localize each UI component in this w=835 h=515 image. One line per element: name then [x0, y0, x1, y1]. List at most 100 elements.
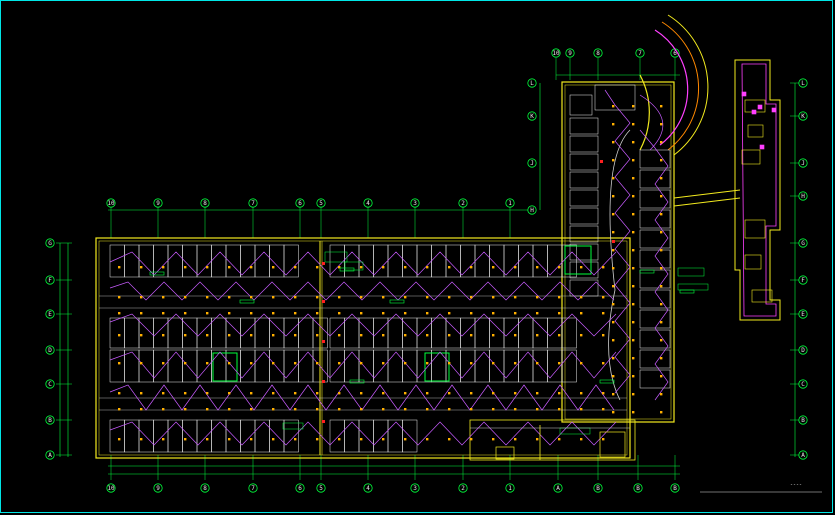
light-fixture	[294, 438, 297, 441]
light-fixture	[140, 266, 143, 269]
grid-bubble-top-7-circle	[410, 198, 420, 208]
light-fixture	[250, 408, 253, 411]
light-fixture	[404, 312, 407, 315]
light-fixture	[118, 312, 121, 315]
light-fixture	[404, 438, 407, 441]
drive-lane-curve	[608, 129, 631, 401]
light-fixture	[294, 296, 297, 299]
grid-bubble-right-0-circle	[798, 78, 808, 88]
light-fixture	[448, 392, 451, 395]
light-fixture	[514, 438, 517, 441]
light-fixture	[558, 266, 561, 269]
parking-stall-row4-left	[167, 419, 183, 453]
light-fixture	[580, 296, 583, 299]
light-fixture	[184, 312, 187, 315]
grid-bubble-left-3-label: D	[48, 347, 52, 354]
parking-stall-row2-left	[124, 317, 140, 349]
annex-room-5	[751, 289, 773, 303]
light-fixture	[492, 266, 495, 269]
grid-bubble-bottom-2-circle	[200, 483, 210, 493]
parking-stall-row1-right	[518, 244, 534, 278]
grid-bubble-bottom-10-label: A	[556, 485, 560, 492]
parking-stall-north-right	[639, 249, 671, 269]
grid-bubble-bottom-11-label: B	[596, 485, 600, 492]
light-fixture	[514, 334, 517, 337]
light-fixture	[382, 312, 385, 315]
parking-stall-north-right	[639, 189, 671, 209]
light-fixture	[316, 312, 319, 315]
light-fixture	[140, 438, 143, 441]
grid-bubble-right-9-label: B	[801, 417, 805, 424]
parking-stall-row1-left	[196, 244, 212, 278]
circuit-label-box-5	[282, 422, 304, 430]
light-fixture	[162, 362, 165, 365]
light-fixture	[228, 392, 231, 395]
light-fixture	[228, 438, 231, 441]
title-block-label: ----	[790, 482, 803, 488]
grid-bubble-top-9-circle	[505, 198, 515, 208]
parking-stall-row2-left	[109, 317, 125, 349]
grid-bubble-left-1-label: F	[48, 277, 52, 284]
parking-stall-row2-left	[211, 317, 227, 349]
light-fixture	[602, 438, 605, 441]
grid-bubble-upper-top-2-circle	[593, 48, 603, 58]
grid-bubble-top-8-label: 2	[461, 200, 465, 207]
light-fixture	[558, 312, 561, 315]
annex-fixture-3	[751, 109, 757, 115]
light-fixture	[404, 392, 407, 395]
light-fixture	[426, 392, 429, 395]
parking-stall-row3-right	[387, 349, 403, 383]
grid-bubble-bottom-4-label: 6	[298, 485, 302, 492]
light-fixture	[162, 312, 165, 315]
light-fixture	[580, 266, 583, 269]
parking-stall-row4-left	[211, 419, 227, 453]
light-fixture	[250, 266, 253, 269]
light-fixture	[360, 296, 363, 299]
light-fixture	[382, 266, 385, 269]
light-fixture	[206, 334, 209, 337]
grid-bubble-left-4-circle	[45, 379, 55, 389]
light-fixture-north	[612, 375, 615, 378]
light-fixture	[206, 296, 209, 299]
grid-bubble-right-2-label: J	[801, 160, 805, 167]
grid-bubble-right-4-label: G	[801, 240, 805, 247]
light-fixture-north	[632, 177, 635, 180]
parking-stall-row1-right	[416, 244, 432, 278]
light-fixture-north	[612, 123, 615, 126]
grid-bubble-upper-left-2-circle	[527, 158, 537, 168]
light-fixture	[338, 438, 341, 441]
light-fixture-north	[612, 321, 615, 324]
light-fixture	[558, 334, 561, 337]
light-fixture-north	[612, 393, 615, 396]
parking-stall-north-right	[639, 369, 671, 389]
light-fixture	[228, 296, 231, 299]
grid-bubble-bottom-1-circle	[153, 483, 163, 493]
grid-bubble-top-4-circle	[295, 198, 305, 208]
wiring-row4	[109, 351, 617, 379]
light-fixture	[294, 408, 297, 411]
north-wing-outline	[561, 81, 675, 423]
parking-stall-row1-right	[460, 244, 476, 278]
parking-stall-row1-right	[547, 244, 563, 278]
circuit-label-box-3	[677, 283, 709, 291]
grid-bubble-right-8-label: C	[801, 381, 805, 388]
parking-stall-row1-right	[344, 244, 360, 278]
light-fixture	[118, 438, 121, 441]
light-fixture-north	[632, 375, 635, 378]
light-fixture-north	[632, 411, 635, 414]
light-fixture-north	[660, 303, 663, 306]
parking-stall-row2-right	[532, 317, 548, 349]
grid-bubble-bottom-1-label: 9	[156, 485, 160, 492]
light-fixture	[470, 408, 473, 411]
parking-stall-row4-left	[254, 419, 270, 453]
grid-bubble-bottom-8-label: 2	[461, 485, 465, 492]
parking-stall-row4-right	[402, 419, 418, 453]
grid-bubble-upper-left-1-label: K	[530, 113, 534, 120]
grid-bubble-bottom-0-label: 10	[107, 485, 115, 492]
ramp-curve-yellow	[667, 14, 709, 156]
parking-stall-row4-right	[344, 419, 360, 453]
grid-bubble-top-0-label: 10	[107, 200, 115, 207]
parking-stall-row4-left	[269, 419, 285, 453]
parking-stall-row1-left	[211, 244, 227, 278]
grid-bubble-top-6-circle	[363, 198, 373, 208]
